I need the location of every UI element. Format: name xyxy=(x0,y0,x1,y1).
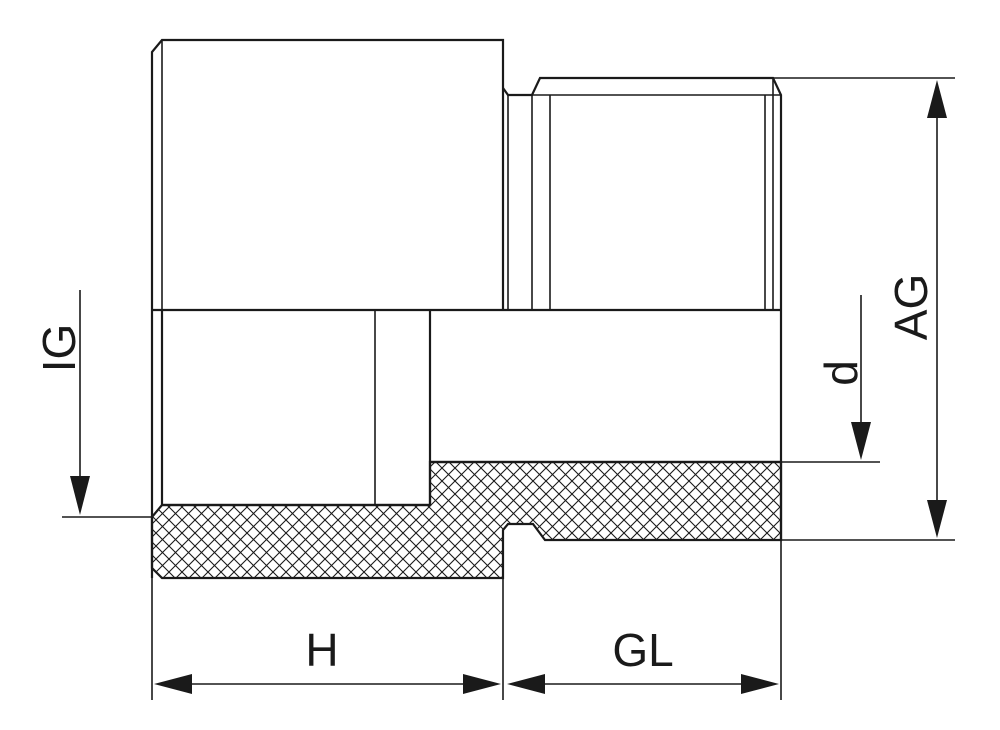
wall-section-hatched xyxy=(150,460,783,580)
ag-label: AG xyxy=(885,274,937,340)
gl-arrowhead-right xyxy=(741,674,779,694)
h-label: H xyxy=(305,624,338,676)
h-arrowhead-left xyxy=(154,674,192,694)
neck-step xyxy=(502,76,783,310)
ag-arrowhead-top xyxy=(927,80,947,118)
gl-arrowhead-left xyxy=(507,674,545,694)
section-view xyxy=(150,310,783,580)
exterior-view xyxy=(150,38,783,312)
h-arrowhead-right xyxy=(463,674,501,694)
dimension-gl: GL xyxy=(507,540,782,700)
ag-arrowhead-bottom xyxy=(927,500,947,538)
socket-body-outline xyxy=(150,38,505,310)
ig-label: IG xyxy=(33,324,85,373)
dimension-ig: IG xyxy=(33,290,152,518)
dimension-h: H xyxy=(151,578,504,700)
gl-label: GL xyxy=(612,624,673,676)
dimension-d: d xyxy=(781,295,880,463)
socket-bore-outline xyxy=(160,310,432,507)
d-label: d xyxy=(815,360,867,386)
ig-arrowhead xyxy=(70,476,90,515)
d-arrowhead xyxy=(851,422,871,460)
dimension-ag: AG xyxy=(773,77,955,541)
